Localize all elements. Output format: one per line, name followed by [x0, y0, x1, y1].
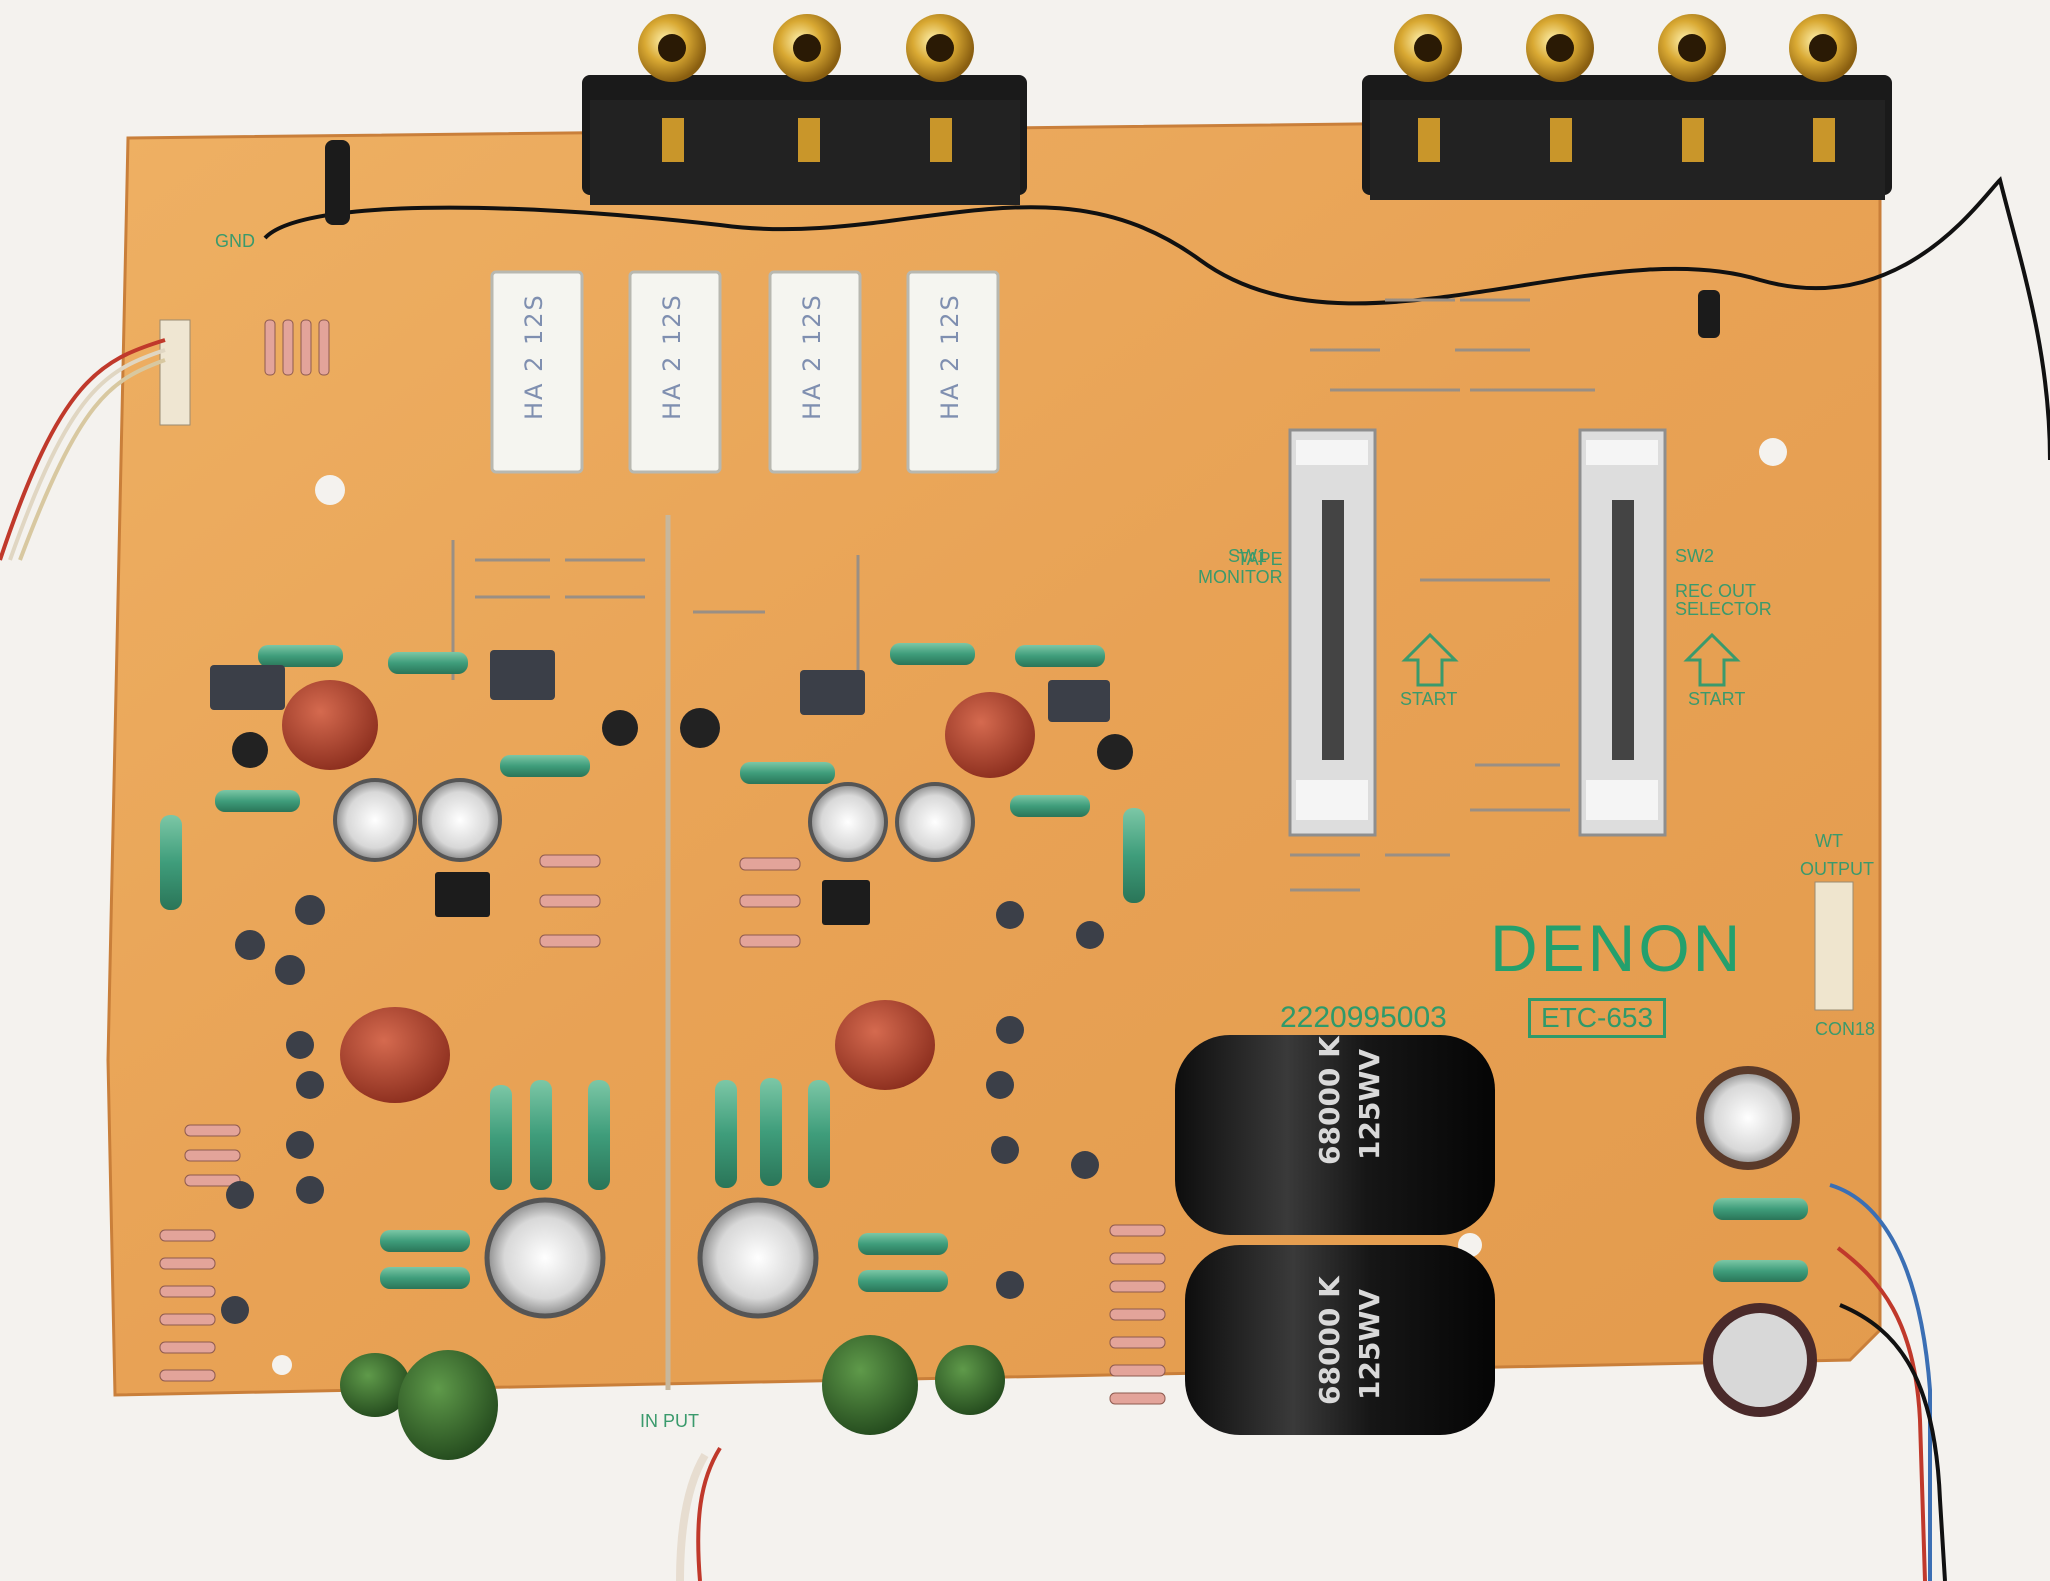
sw2-label: SW2	[1675, 546, 1715, 566]
transistors	[210, 650, 1110, 1324]
rca-jack-block-right	[1362, 14, 1892, 200]
filter-capacitors	[1175, 1035, 1495, 1435]
model-number: ETC-653	[1528, 998, 1667, 1038]
relay-4-label: HA 2 12S	[936, 293, 964, 420]
start-label-2: START	[1688, 689, 1746, 709]
relay-1-label: HA 2 12S	[520, 293, 548, 420]
rec-out-selector-label: REC OUT SELECTOR	[1675, 581, 1772, 619]
input-label: IN PUT	[640, 1411, 700, 1431]
tape-monitor-label: TAPE MONITOR	[1198, 549, 1283, 587]
ribbon-connector	[0, 319, 191, 561]
output-connector	[1814, 881, 1947, 1581]
cap1-voltage: 125WV	[1353, 1048, 1386, 1160]
con18-label: CON18	[1815, 1019, 1876, 1039]
black-wire	[263, 176, 2050, 461]
silkscreen-arrows	[1401, 632, 1741, 687]
relay-2-label: HA 2 12S	[658, 293, 686, 420]
wt-label: WT	[1815, 831, 1843, 851]
rca-jack-block-left	[582, 14, 1027, 205]
sw1-label: SW1	[1228, 546, 1268, 566]
cap2-voltage: 125WV	[1353, 1288, 1386, 1400]
electrolytic-capacitors	[232, 140, 1817, 1417]
part-number: 2220995003	[1280, 1001, 1447, 1034]
brand-logo: DENON	[1490, 911, 1744, 985]
cap1-value: 68000 K	[1313, 1036, 1346, 1165]
slider-switches	[1288, 428, 1667, 837]
input-wire	[676, 1446, 722, 1581]
ic-chips	[435, 872, 870, 925]
gnd-label: GND	[215, 231, 255, 251]
green-film-capacitors	[340, 1335, 1005, 1460]
red-film-capacitors	[282, 680, 1035, 1103]
cap2-value: 68000 K	[1313, 1276, 1346, 1405]
jumper-wires	[451, 298, 1595, 892]
relays	[490, 270, 1000, 474]
power-resistors	[160, 643, 1808, 1292]
relay-3-label: HA 2 12S	[798, 293, 826, 420]
small-resistors	[159, 319, 1166, 1405]
output-label: OUTPUT	[1800, 859, 1874, 879]
start-label-1: START	[1400, 689, 1458, 709]
